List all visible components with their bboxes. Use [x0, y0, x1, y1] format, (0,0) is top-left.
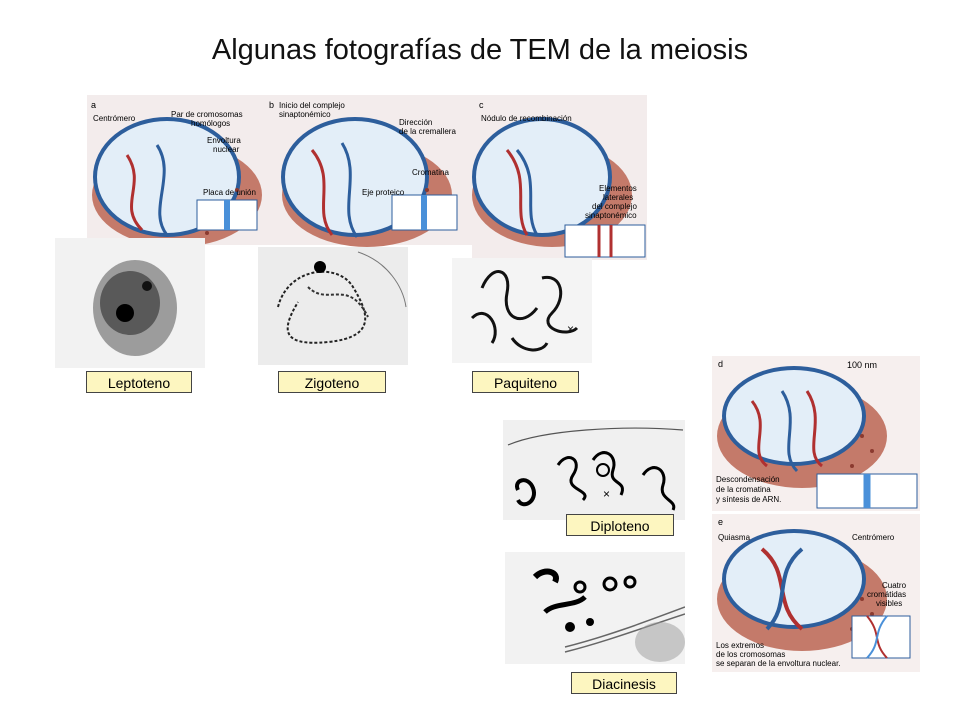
stage-label-diploteno: Diploteno — [566, 514, 674, 536]
cell-b — [281, 117, 458, 247]
label-descondensacion-2: de la cromatina — [716, 485, 771, 494]
label-descondensacion: Descondensación — [716, 475, 780, 484]
meiosis-diagram-abc: a Centrómero Par de cromosomas homólogos… — [87, 95, 647, 260]
label-centromero-e: Centrómero — [852, 533, 895, 542]
label-elementos4: sinaptonémico — [585, 211, 637, 220]
label-placa: Placa de unión — [203, 188, 256, 197]
label-b: b — [269, 100, 274, 110]
label-c: c — [479, 100, 484, 110]
label-elementos3: del complejo — [592, 202, 637, 211]
micrograph-leptoteno — [55, 238, 205, 368]
label-cromatina: Cromatina — [412, 168, 449, 177]
leptoteno-image — [55, 238, 205, 368]
label-direccion: Dirección — [399, 118, 432, 127]
stage-label-leptoteno: Leptoteno — [86, 371, 192, 393]
label-elementos2: laterales — [603, 193, 633, 202]
label-cuatro-3: visibles — [876, 599, 902, 608]
label-scale: 100 nm — [847, 360, 877, 370]
label-quiasma: Quiasma — [718, 533, 751, 542]
label-direccion2: de la cremallera — [399, 127, 456, 136]
label-par2: homólogos — [191, 119, 230, 128]
label-a: a — [91, 100, 96, 110]
label-elementos: Elementos — [599, 184, 637, 193]
micrograph-diacinesis — [505, 552, 686, 664]
svg-text:×: × — [603, 487, 610, 501]
diagram-abc-svg: a Centrómero Par de cromosomas homólogos… — [87, 95, 647, 260]
label-e: e — [718, 517, 723, 527]
label-par: Par de cromosomas — [171, 110, 243, 119]
label-eje: Eje proteico — [362, 188, 405, 197]
micrograph-paquiteno: × — [452, 258, 592, 363]
stage-label-zigoteno: Zigoteno — [278, 371, 386, 393]
zigoteno-image — [258, 247, 408, 365]
label-extremos-2: de los cromosomas — [716, 650, 785, 659]
diagram-d-svg: d 100 nm Descondensación de la cromatina… — [712, 356, 920, 511]
label-centromero: Centrómero — [93, 114, 136, 123]
label-extremos-3: se separan de la envoltura nuclear. — [716, 659, 841, 668]
label-cuatro-2: cromátidas — [867, 590, 906, 599]
stage-label-paquiteno: Paquiteno — [472, 371, 579, 393]
cell-a — [92, 117, 262, 247]
meiosis-diagram-e: e Quiasma Centrómero Cuatro cromátidas v… — [712, 514, 920, 672]
diacinesis-image — [505, 552, 686, 664]
label-inicio: Inicio del complejo — [279, 101, 345, 110]
paquiteno-image: × — [452, 258, 592, 363]
diploteno-image: × — [503, 420, 685, 520]
diagram-e-svg: e Quiasma Centrómero Cuatro cromátidas v… — [712, 514, 920, 672]
label-extremos: Los extremos — [716, 641, 764, 650]
svg-text:×: × — [567, 322, 574, 336]
label-cuatro: Cuatro — [882, 581, 907, 590]
label-nodulo: Nódulo de recombinación — [481, 114, 572, 123]
slide-title: Algunas fotografías de TEM de la meiosis — [211, 34, 749, 66]
stage-label-diacinesis: Diacinesis — [571, 672, 677, 694]
label-descondensacion-3: y síntesis de ARN. — [716, 495, 781, 504]
label-envoltura: Envoltura — [207, 136, 241, 145]
micrograph-diploteno: × — [503, 420, 685, 520]
micrograph-zigoteno — [258, 247, 408, 365]
label-envoltura2: nuclear — [213, 145, 240, 154]
cell-c — [472, 117, 646, 258]
label-d: d — [718, 359, 723, 369]
label-inicio2: sinaptonémico — [279, 110, 331, 119]
meiosis-diagram-d: d 100 nm Descondensación de la cromatina… — [712, 356, 920, 511]
